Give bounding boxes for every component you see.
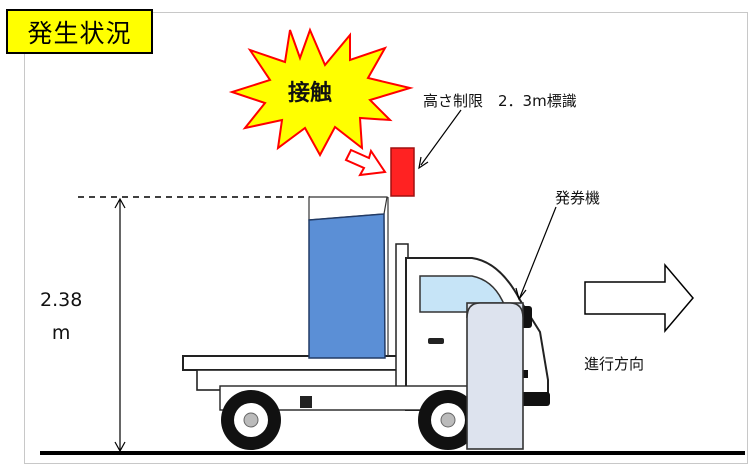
height-unit: m — [51, 322, 71, 344]
ticket-machine-pointer-line — [519, 206, 557, 298]
rear-wheel — [221, 390, 281, 450]
height-sign-label: 高さ制限 2．3m標識 — [423, 92, 577, 110]
contact-arrow-icon — [344, 148, 387, 177]
diagram-frame — [24, 12, 748, 464]
front-wheel — [418, 390, 478, 450]
direction-label: 進行方向 — [584, 355, 645, 373]
ticket-machine-label: 発券機 — [555, 189, 601, 207]
height-value: 2.38 — [40, 289, 83, 311]
height-dimension-arrow — [114, 197, 126, 453]
height-sign — [390, 147, 415, 197]
height-label: 2.38 m — [40, 284, 82, 350]
title-text: 発生状況 — [27, 18, 132, 48]
ticket-machine — [466, 302, 524, 450]
explosion-burst-icon — [228, 27, 414, 158]
direction-arrow-icon — [584, 262, 694, 334]
title-box: 発生状況 — [6, 9, 153, 54]
sign-pointer-line — [420, 109, 462, 166]
contact-label: 接触 — [288, 81, 333, 106]
cargo — [308, 213, 386, 359]
